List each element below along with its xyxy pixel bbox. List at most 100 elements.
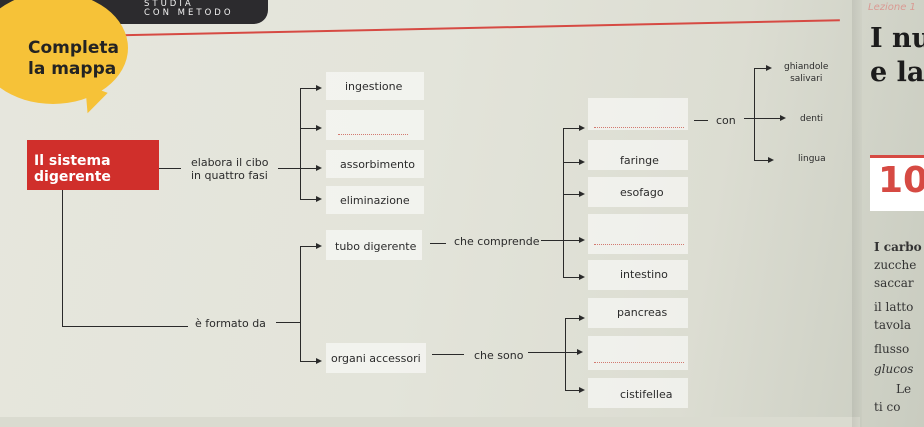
arrow-head: [579, 158, 585, 165]
right-text-line: il latto: [874, 300, 914, 314]
connector: [300, 199, 318, 200]
lesson-label: Lezione 1: [868, 2, 916, 13]
root-box: [27, 140, 159, 190]
connector: [300, 168, 318, 169]
connector: [300, 246, 301, 362]
con-item-lingua: lingua: [798, 154, 826, 164]
connector: [430, 243, 446, 244]
che-sono-label: che sono: [474, 349, 524, 362]
connector: [300, 88, 318, 89]
number-panel-rule: [870, 155, 924, 158]
tubo-part-slot: [588, 177, 688, 207]
con-item-denti: denti: [800, 114, 823, 124]
arrow-head: [316, 242, 322, 249]
connector: [300, 88, 301, 199]
arrow-head: [579, 190, 585, 197]
tubo-part-esofago: esofago: [620, 186, 664, 199]
phase-slot: [326, 72, 424, 100]
connector: [563, 194, 580, 195]
number-panel: [870, 155, 924, 211]
connector: [565, 318, 580, 319]
arrow-head: [579, 236, 585, 243]
right-text-line: saccar: [874, 276, 914, 290]
connector: [541, 240, 579, 241]
elabora-label: elabora il cibo in quattro fasi: [191, 156, 269, 182]
tubo-part-slot: [588, 98, 688, 130]
con-label: con: [716, 114, 736, 127]
brand-line1: STUDIA: [144, 0, 194, 9]
root-label: Il sistema digerente: [34, 153, 111, 185]
brand-line2: CON METODO: [144, 8, 234, 18]
phase-slot: [326, 150, 424, 178]
connector: [563, 162, 580, 163]
phase-assorbimento: assorbimento: [340, 158, 415, 171]
arrow-head: [579, 273, 585, 280]
connector: [764, 118, 780, 119]
connector: [432, 354, 464, 355]
arrow-head: [766, 64, 772, 71]
organi-part-slot: [588, 378, 688, 408]
tubo-label: tubo digerente: [335, 240, 417, 253]
tubo-slot: [326, 230, 422, 260]
con-item-ghiandole: ghiandole salivari: [784, 62, 829, 84]
tubo-part-slot: [588, 260, 688, 290]
brand-label: STUDIA CON METODO: [144, 0, 234, 18]
phase-eliminazione: eliminazione: [340, 194, 410, 207]
arrow-head: [579, 124, 585, 131]
right-text-line: ti co: [874, 400, 901, 414]
organi-label: organi accessori: [331, 352, 421, 365]
right-text-line: tavola: [874, 318, 911, 332]
connector: [159, 168, 181, 169]
connector: [563, 277, 580, 278]
tubo-part-intestino: intestino: [620, 268, 668, 281]
connector: [300, 246, 318, 247]
connector: [62, 326, 188, 327]
blank-phase: [338, 134, 408, 135]
organi-part-cistifellea: cistifellea: [620, 388, 673, 401]
connector: [300, 361, 318, 362]
connector: [278, 168, 300, 169]
connector: [754, 68, 755, 160]
page-edge: [0, 417, 860, 427]
exercise-title: Completa la mappa: [28, 38, 119, 79]
arrow-head: [768, 156, 774, 163]
connector: [754, 160, 768, 161]
right-text-line: zucche: [874, 258, 917, 272]
arrow-head: [780, 114, 786, 121]
organi-part-slot: [588, 298, 688, 328]
connector: [565, 390, 580, 391]
section-number: 10: [878, 160, 924, 201]
right-text-line: flusso: [874, 342, 910, 356]
phase-slot: [326, 110, 424, 140]
right-text-line: glucos: [874, 362, 914, 376]
tubo-part-faringe: faringe: [620, 154, 659, 167]
right-heading-line1: I nu: [870, 23, 924, 54]
arrow-head: [577, 348, 583, 355]
organi-slot: [326, 343, 426, 373]
book-gutter: [852, 0, 862, 427]
speech-bubble: [0, 0, 128, 104]
arrow-head: [316, 84, 322, 91]
organi-part-slot: [588, 336, 688, 370]
right-text-line: I carbo: [874, 240, 922, 254]
tubo-part-slot: [588, 214, 688, 254]
organi-part-pancreas: pancreas: [617, 306, 668, 319]
tubo-part-slot: [588, 140, 688, 170]
che-comprende-label: che comprende: [454, 235, 540, 248]
phase-ingestione: ingestione: [345, 80, 403, 93]
arrow-head: [316, 124, 322, 131]
connector: [754, 68, 766, 69]
connector: [528, 352, 578, 353]
connector: [694, 120, 708, 121]
formato-label: è formato da: [195, 317, 266, 330]
connector: [62, 190, 63, 326]
connector: [563, 128, 564, 278]
connector: [563, 128, 580, 129]
arrow-head: [579, 386, 585, 393]
arrow-head: [579, 314, 585, 321]
connector: [300, 128, 318, 129]
right-text-line: Le: [896, 382, 912, 396]
blank-organi-part: [594, 362, 684, 363]
connector: [565, 318, 566, 390]
